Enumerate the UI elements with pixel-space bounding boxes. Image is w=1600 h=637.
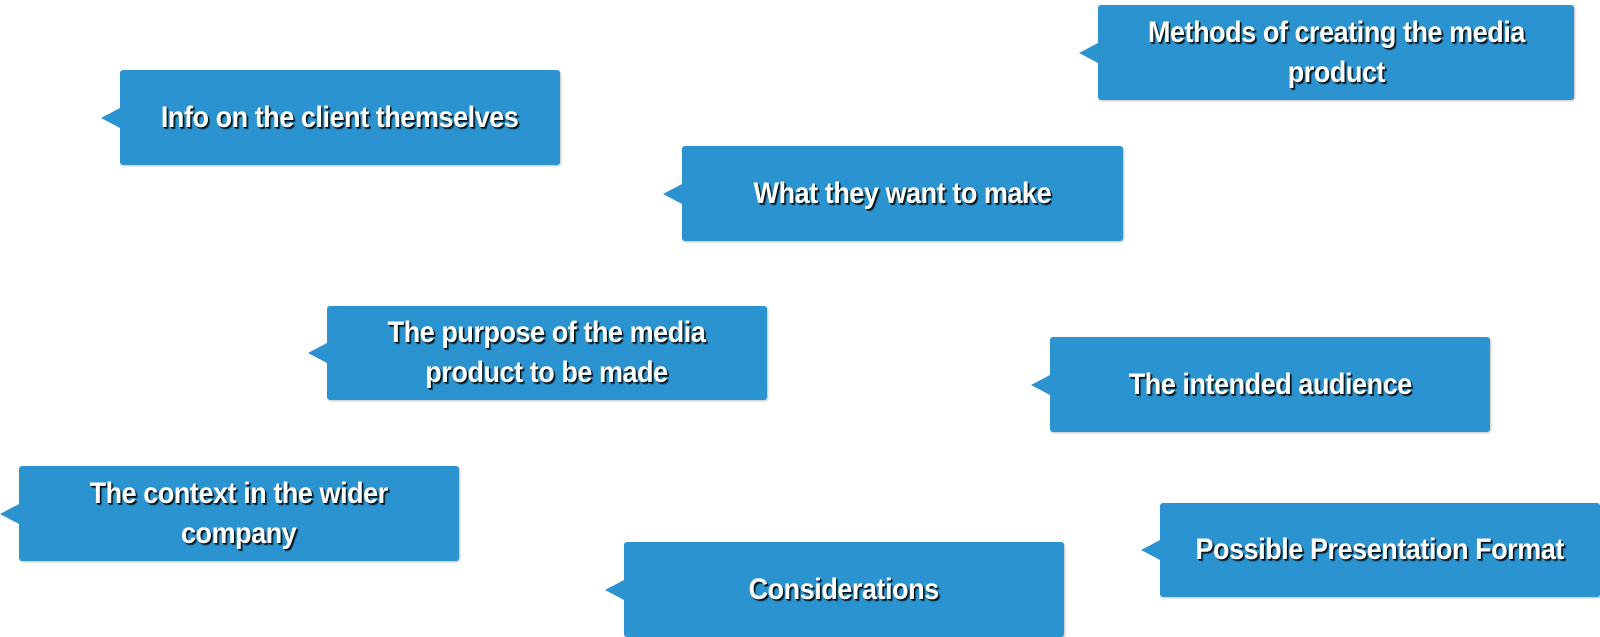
callout-audience-line-1: The intended audience (1128, 367, 1412, 401)
callout-make: What they want to make (663, 146, 1123, 241)
callout-format-line-1: Possible Presentation Format (1195, 533, 1565, 566)
callout-purpose-line-1: The purpose of the media (388, 316, 706, 349)
callout-considerations: Considerations (605, 542, 1064, 637)
callout-client-line-1: Info on the client themselves (161, 100, 519, 134)
callout-purpose-text: The purpose of the media product to be m… (388, 313, 706, 393)
callout-context: The context in the wider company (0, 466, 459, 561)
callout-make-text: What they want to make (754, 174, 1052, 214)
callout-context-line-2: company (181, 516, 297, 550)
callout-format: Possible Presentation Format (1141, 503, 1600, 597)
callout-client: Info on the client themselves (101, 70, 560, 165)
callout-make-line-1: What they want to make (753, 176, 1052, 210)
callout-purpose-line-2: product to be made (425, 356, 669, 389)
callout-purpose: The purpose of the media product to be m… (308, 306, 767, 400)
callout-considerations-line-1: Considerations (748, 572, 940, 606)
callout-context-line-1: The context in the wider (89, 476, 389, 510)
callout-audience-text: The intended audience (1128, 365, 1412, 405)
callout-methods-line-1: Methods of creating the media (1147, 15, 1525, 49)
callout-methods-line-2: product (1287, 55, 1385, 89)
callout-methods-text: Methods of creating the media product (1147, 13, 1524, 93)
callout-methods: Methods of creating the media product (1079, 5, 1574, 100)
callout-audience: The intended audience (1031, 337, 1490, 432)
callout-context-text: The context in the wider company (89, 474, 389, 554)
callout-format-text: Possible Presentation Format (1196, 530, 1565, 570)
callout-client-text: Info on the client themselves (161, 98, 519, 138)
callout-considerations-text: Considerations (748, 570, 940, 610)
